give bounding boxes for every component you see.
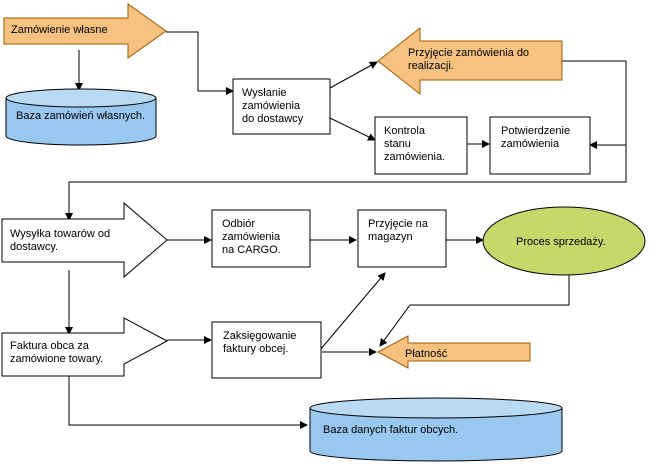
ship-goods-line-2: dostawcy.	[10, 241, 58, 253]
own-orders-db-label: Baza zamówień własnych.	[16, 110, 145, 122]
warehouse-intake-box	[357, 209, 447, 268]
control-order-line-3: zamówienia.	[384, 151, 445, 163]
connector-invoice-to-db	[68, 370, 308, 429]
ship-goods-line-1: Wysyłka towarów od	[10, 228, 110, 240]
own-order-label: Zamówienie własne	[11, 24, 108, 36]
foreign-invoice-line-1: Faktura obca za	[10, 340, 90, 352]
connector-accept-to-confirm	[562, 60, 627, 149]
confirm-order-box	[489, 116, 591, 175]
payment-line-1: Płatność	[405, 348, 448, 360]
warehouse-intake-line-2: magazyn	[368, 231, 413, 243]
own-orders-db-cylinder: Baza zamówień własnych.	[5, 88, 157, 146]
book-invoice-line-1: Zaksięgowanie	[223, 330, 296, 342]
connector-book-to-warehouse	[319, 272, 386, 351]
receive-cargo-line-2: zamówienia	[222, 231, 281, 243]
control-order-box	[374, 116, 468, 175]
send-order-line-1: Wysłanie	[242, 87, 287, 99]
invoices-db-cylinder: Baza danych faktur obcych.	[309, 397, 563, 462]
control-order-line-1: Kontrola	[384, 125, 426, 137]
book-invoice-box	[211, 321, 322, 379]
accept-order-line-2: realizacji.	[408, 60, 454, 72]
connector-send-to-accept	[329, 61, 378, 89]
send-order-line-3: do dostawcy	[242, 113, 304, 125]
accept-order-arrow-shape	[377, 26, 563, 96]
own-orders-db-line-1: Baza zamówień własnych.	[16, 110, 145, 122]
own-order-line-1: Zamówienie własne	[11, 24, 108, 36]
own-order-arrow-shape	[3, 3, 167, 59]
receive-cargo-box	[211, 209, 311, 268]
connectors	[65, 31, 627, 429]
invoices-db-label: Baza danych faktur obcych.	[323, 424, 458, 436]
confirm-order-line-1: Potwierdzenie	[501, 125, 570, 137]
receive-cargo-line-3: na CARGO.	[222, 244, 281, 256]
send-order-box	[232, 78, 331, 135]
sales-process-line-1: Proces sprzedaży.	[516, 236, 606, 248]
sales-process-ellipse	[482, 206, 646, 276]
invoices-db-line-1: Baza danych faktur obcych.	[323, 424, 458, 436]
send-order-line-2: zamówienia	[242, 100, 301, 112]
connector-send-to-control	[329, 117, 376, 141]
payment-arrow-shape	[376, 335, 531, 369]
foreign-invoice-line-2: zamówione towary.	[10, 353, 103, 365]
foreign-invoice-arrow-shape	[1, 317, 169, 377]
sales-process-label: Proces sprzedaży.	[516, 236, 606, 248]
payment-label: Płatność	[405, 348, 448, 360]
connector-own-order-to-send	[166, 31, 234, 95]
confirm-order-line-2: zamówienia	[501, 138, 560, 150]
accept-order-line-1: Przyjęcie zamówienia do	[408, 47, 529, 59]
warehouse-intake-line-1: Przyjęcie na	[368, 218, 429, 230]
book-invoice-line-2: faktury obcej.	[223, 343, 288, 355]
receive-cargo-line-1: Odbiór	[222, 218, 255, 230]
connector-confirm-to-ship	[65, 145, 627, 221]
control-order-line-2: stanu	[384, 138, 411, 150]
ship-goods-arrow-shape	[1, 201, 168, 279]
connector-sales-to-payment	[379, 275, 570, 347]
